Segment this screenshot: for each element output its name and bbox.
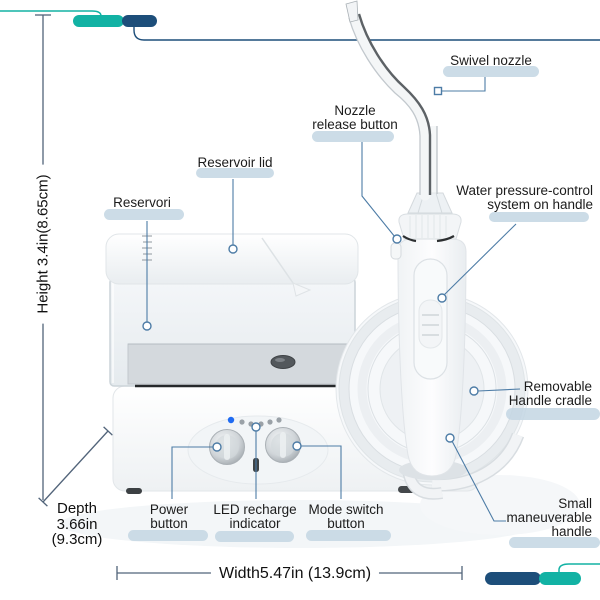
callout-nozzle-release-button: Nozzle release button <box>312 103 398 132</box>
circle-marker <box>469 386 479 396</box>
label-highlight-pill <box>489 212 589 222</box>
label-highlight-pill <box>443 66 539 77</box>
callout-water-pressure-control: Water pressure-control system on handle <box>456 183 593 212</box>
accent-pill-navy <box>122 15 157 27</box>
label-highlight-pill <box>306 530 391 541</box>
lid-flap <box>292 282 312 297</box>
callout-mode-switch-button: Mode switch button <box>308 502 384 531</box>
reservoir-lid <box>105 233 359 297</box>
callout-removable-handle-cradle: Removable Handle cradle <box>508 379 592 408</box>
callout-reservoir-lid: Reservoir lid <box>197 155 273 170</box>
pressure-slider <box>418 299 443 349</box>
mode-knob <box>265 427 301 463</box>
label-highlight-pill <box>128 530 208 541</box>
depth-dimension-label: Depth 3.66in (9.3cm) <box>51 500 103 548</box>
label-highlight-pill <box>506 408 600 420</box>
callout-line-mode <box>301 445 342 499</box>
lid-seam <box>261 237 294 284</box>
led-active <box>227 416 235 424</box>
water-tray <box>127 343 356 385</box>
callout-line-small-handle <box>451 440 506 522</box>
circle-marker <box>445 433 455 443</box>
label-highlight-pill <box>509 537 600 548</box>
handle-crown <box>398 213 462 240</box>
callout-small-maneuverable-handle: Small maneuverable handle <box>506 496 592 539</box>
callout-swivel-nozzle: Swivel nozzle <box>450 53 532 68</box>
nozzle-tip <box>345 0 359 23</box>
callout-lines <box>146 77 521 522</box>
callout-line-power <box>171 446 220 499</box>
callout-line-handle-cradle <box>477 388 521 392</box>
label-highlight-pill <box>215 531 294 542</box>
accent-pill-teal <box>73 15 124 27</box>
circle-marker <box>392 234 402 244</box>
callout-power-button: Power button <box>149 502 189 531</box>
callout-led-recharge-indicator: LED recharge indicator <box>213 502 297 531</box>
handle <box>390 126 467 477</box>
circle-marker <box>437 293 447 303</box>
corner-accent-top <box>0 10 600 41</box>
valve-knob <box>270 355 296 369</box>
collar-ring-marks <box>402 235 455 243</box>
circle-marker <box>228 244 238 254</box>
device-foot <box>126 488 142 494</box>
swivel-nozzle-wand <box>345 0 432 201</box>
callout-line-nozzle-release <box>361 142 396 238</box>
depth-dimension-line <box>38 426 113 507</box>
circle-marker <box>142 321 152 331</box>
callout-line-swivel <box>442 77 486 92</box>
power-knob <box>209 429 245 465</box>
square-marker <box>433 86 443 96</box>
accent-pill-teal <box>539 572 581 585</box>
label-highlight-pill <box>196 168 274 178</box>
callout-line-water-pressure <box>443 223 517 296</box>
height-dimension-label: Height 3.4in(8.65cm) <box>34 164 52 324</box>
corner-accent-bottom <box>485 563 600 585</box>
circle-marker <box>251 422 261 432</box>
reservoir-tank <box>109 277 358 388</box>
nozzle-release-button <box>390 242 402 260</box>
label-highlight-pill <box>104 209 184 220</box>
circle-marker <box>212 442 222 452</box>
circle-marker <box>292 441 302 451</box>
callout-markers <box>142 86 479 452</box>
accent-pill-navy <box>485 572 541 585</box>
callout-reservoir: Reservori <box>113 195 171 210</box>
width-dimension-label: Width5.47in (13.9cm) <box>210 565 380 583</box>
label-highlight-pill <box>312 131 394 142</box>
